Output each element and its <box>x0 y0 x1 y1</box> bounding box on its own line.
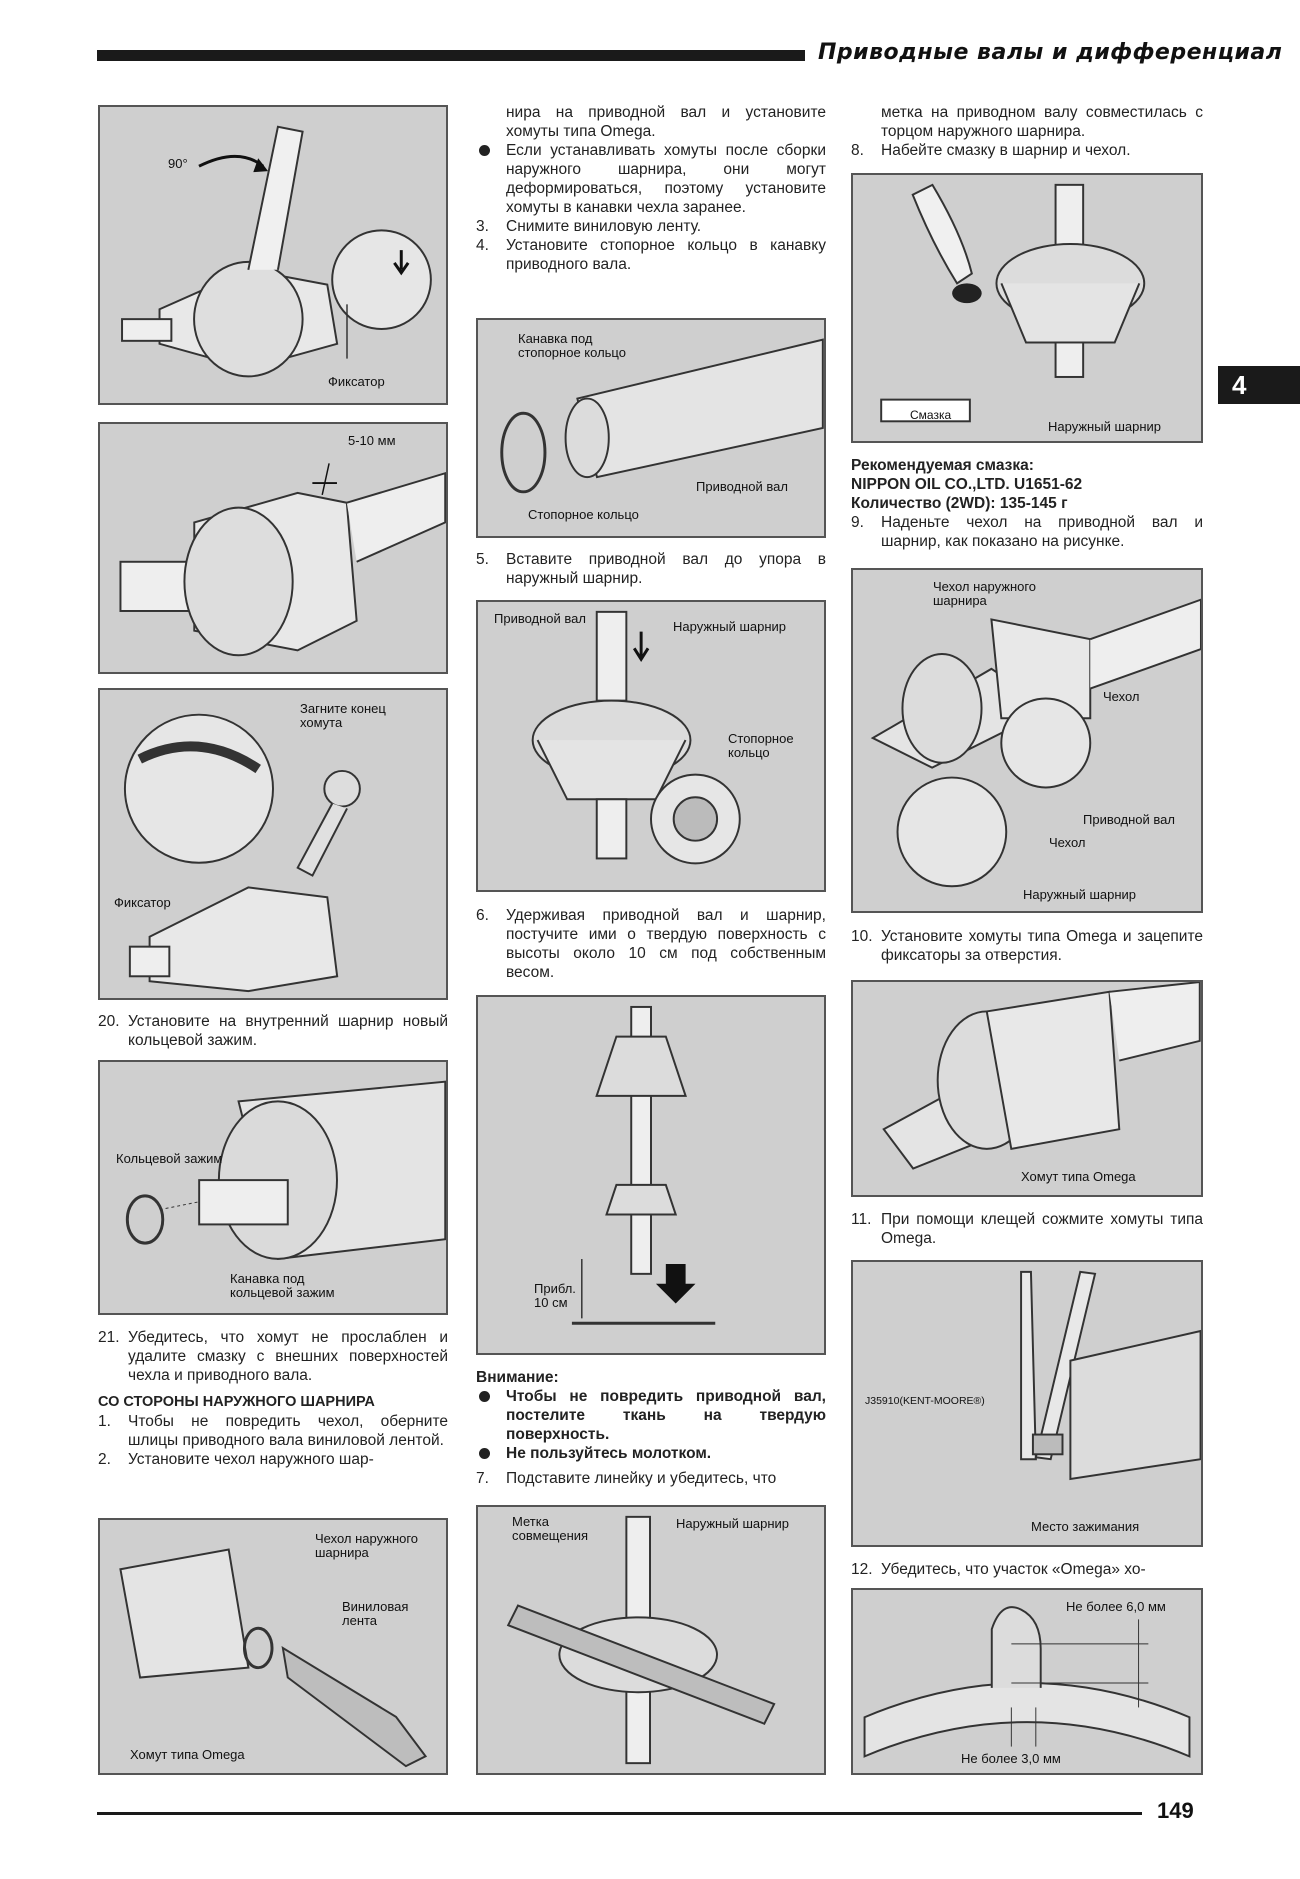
figure-boot-tape-drawing <box>119 1548 428 1768</box>
label-drive-shaft: Приводной вал <box>696 479 788 494</box>
label-omega-clamp: Хомут типа Omega <box>1021 1169 1136 1184</box>
figure-ring-clamp-drawing <box>125 1080 446 1260</box>
step-11: 11.При помощи клещей сожмите хомуты типа… <box>851 1211 1203 1247</box>
figure-boot-tape: Чехол наружного шарнира Виниловая лента … <box>98 1518 448 1775</box>
label-outer-boot: Чехол наружного шарнира <box>933 579 1037 608</box>
figure-gap-drawing <box>119 463 446 657</box>
label-drive-shaft: Приводной вал <box>494 611 586 626</box>
label-grease: Смазка <box>910 408 952 422</box>
section-heading: СО СТОРОНЫ НАРУЖНОГО ШАРНИРА <box>98 1394 375 1410</box>
figure-ruler-drawing <box>506 1515 776 1765</box>
label-omega-clamp: Хомут типа Omega <box>130 1747 245 1762</box>
figure-insert-shaft-drawing <box>531 610 741 865</box>
figure-tap-shaft: Прибл. 10 см <box>476 995 826 1355</box>
figure-snap-ring-groove: Канавка под стопорное кольцо Приводной в… <box>476 318 826 538</box>
figure-pliers-drawing <box>1020 1270 1201 1481</box>
label-cover-2: Чехол <box>1049 835 1086 850</box>
header-rule <box>97 50 805 61</box>
label-drive-shaft: Приводной вал <box>1083 812 1175 827</box>
label-max-6mm: Не более 6,0 мм <box>1066 1599 1166 1614</box>
label-latch: Фиксатор <box>114 895 171 910</box>
page-number: 149 <box>1157 1798 1194 1823</box>
label-height-10cm: Прибл. 10 см <box>534 1281 576 1310</box>
col1-text: 21.Убедитесь, что хомут не прослаблен и … <box>98 1329 448 1468</box>
label-snap-ring: Стопорное кольцо <box>728 731 794 760</box>
step-5: 5.Вставите приводной вал до упора в нару… <box>476 551 826 587</box>
chapter-tab: 4 <box>1218 366 1300 404</box>
label-90-degrees: 90° <box>168 156 188 171</box>
label-gap: 5-10 мм <box>348 433 396 448</box>
label-ring-clamp: Кольцевой зажим <box>116 1151 223 1166</box>
figure-snap-ring-drawing <box>500 338 824 494</box>
figure-gap-5-10mm: 5-10 мм <box>98 422 448 674</box>
figure-ring-clamp: Кольцевой зажим Канавка под кольцевой за… <box>98 1060 448 1315</box>
label-cover: Чехол <box>1103 689 1140 704</box>
figure-pliers: J35910(KENT-MOORE®) Место зажимания <box>851 1260 1203 1547</box>
label-outer-boot: Чехол наружного шарнира <box>315 1531 419 1560</box>
figure-bend-drawing <box>123 713 361 993</box>
step-10: 10.Установите хомуты типа Omega и зацепи… <box>851 928 1203 964</box>
figure-tap-shaft-drawing <box>571 1005 716 1325</box>
col2-text-warnings: Внимание: Чтобы не повредить приводной в… <box>476 1369 826 1487</box>
label-ring-groove: Канавка под кольцевой зажим <box>230 1271 335 1300</box>
label-bend-clamp: Загните конец хомута <box>300 701 386 730</box>
figure-omega-dimensions: Не более 6,0 мм Не более 3,0 мм <box>851 1588 1203 1775</box>
figure-joint-latch-bend-drawing <box>121 125 432 378</box>
label-alignment-mark: Метка совмещения <box>512 1514 589 1543</box>
step-6: 6.Удерживая приводной вал и шарнир, пост… <box>476 907 826 981</box>
figure-insert-shaft: Приводной вал Наружный шарнир Стопорное … <box>476 600 826 892</box>
figure-boot-fit: Чехол наружного шарнира Чехол Приводной … <box>851 568 1203 913</box>
attention-heading: Внимание: <box>476 1369 559 1386</box>
page-title: Приводные валы и дифференциал <box>818 40 1283 65</box>
figure-bend-clamp-end: Загните конец хомута Фиксатор <box>98 688 448 1000</box>
label-snap-ring: Стопорное кольцо <box>528 507 639 522</box>
step-12: 12.Убедитесь, что участок «Omega» хо- <box>851 1561 1146 1578</box>
label-outer-joint: Наружный шарнир <box>673 619 787 634</box>
figure-omega-clamp: Хомут типа Omega <box>851 980 1203 1197</box>
label-vinyl-tape: Виниловая лента <box>342 1599 409 1628</box>
figure-ruler-alignment: Метка совмещения Наружный шарнир <box>476 1505 826 1775</box>
figure-omega-clamp-drawing <box>882 982 1201 1170</box>
label-crimp-place: Место зажимания <box>1031 1519 1140 1534</box>
label-tool-j35910: J35910(KENT-MOORE®) <box>865 1395 985 1407</box>
label-outer-joint: Наружный шарнир <box>1023 887 1137 902</box>
step-20: 20.Установите на внутренний шарнир новый… <box>98 1013 448 1049</box>
figure-grease-drawing <box>880 183 1146 423</box>
figure-joint-latch-bend: 90° Фиксатор <box>98 105 448 405</box>
col3-text-top: метка на приводном валу совместилась с т… <box>851 104 1203 159</box>
label-latch: Фиксатор <box>328 374 385 389</box>
label-outer-joint: Наружный шарнир <box>676 1516 790 1531</box>
label-snap-groove: Канавка под стопорное кольцо <box>518 331 626 360</box>
footer-rule <box>97 1812 1142 1815</box>
figure-boot-fit-drawing <box>870 598 1201 888</box>
figure-grease: Смазка Наружный шарнир <box>851 173 1203 443</box>
label-outer-joint: Наружный шарнир <box>1048 419 1162 434</box>
figure-omega-dimensions-drawing <box>863 1606 1191 1758</box>
col3-grease-spec: Рекомендуемая смазка: NIPPON OIL CO.,LTD… <box>851 457 1203 550</box>
label-max-3mm: Не более 3,0 мм <box>961 1751 1061 1766</box>
col2-text-top: нира на приводной вал и установите хомут… <box>476 104 826 273</box>
